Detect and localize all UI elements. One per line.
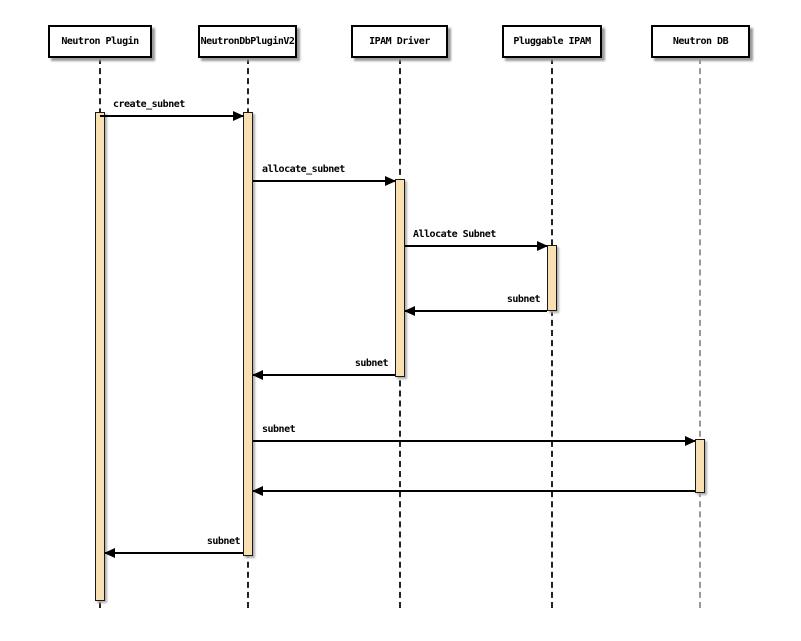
participant-box-pluggable-ipam: Pluggable IPAM	[502, 25, 602, 58]
arrowhead-right-icon	[233, 111, 244, 121]
message-label: subnet	[262, 424, 296, 435]
activation-bar-neutron-plugin	[95, 112, 105, 601]
message-line	[105, 552, 243, 554]
message-label: allocate_subnet	[262, 164, 345, 175]
participant-box-neutrondbpluginv2: NeutronDbPluginV2	[198, 25, 297, 58]
lifeline-neutron-db	[699, 58, 701, 608]
participant-box-neutron-db: Neutron DB	[651, 25, 750, 58]
arrowhead-left-icon	[252, 486, 263, 496]
lifeline-pluggable-ipam	[551, 58, 553, 608]
arrowhead-left-icon	[104, 548, 115, 558]
message-label: Allocate Subnet	[413, 229, 496, 240]
message-label: create_subnet	[113, 99, 185, 110]
message-label: subnet	[354, 358, 389, 369]
message-line	[100, 115, 243, 117]
participant-label: Neutron DB	[672, 36, 729, 47]
participant-box-neutron-plugin: Neutron Plugin	[48, 25, 152, 58]
message-label: subnet	[206, 536, 241, 547]
arrowhead-left-icon	[252, 370, 263, 380]
participant-label: Neutron Plugin	[61, 36, 139, 47]
message-line	[253, 374, 395, 376]
arrowhead-right-icon	[537, 241, 548, 251]
message-line	[253, 180, 395, 182]
arrowhead-right-icon	[385, 176, 396, 186]
arrowhead-left-icon	[404, 306, 415, 316]
message-line	[253, 440, 695, 442]
message-line	[253, 490, 695, 492]
participant-label: Pluggable IPAM	[513, 36, 591, 47]
activation-bar-ipam-driver	[395, 179, 405, 377]
activation-bar-neutron-db	[695, 439, 705, 493]
activation-bar-neutrondbpluginv2	[243, 112, 253, 556]
activation-bar-pluggable-ipam	[547, 245, 557, 311]
message-line	[405, 310, 547, 312]
message-label: subnet	[506, 294, 541, 305]
message-line	[405, 245, 547, 247]
participant-label: IPAM Driver	[369, 36, 430, 47]
participant-box-ipam-driver: IPAM Driver	[351, 25, 448, 58]
participant-label: NeutronDbPluginV2	[200, 36, 295, 47]
arrowhead-right-icon	[685, 436, 696, 446]
